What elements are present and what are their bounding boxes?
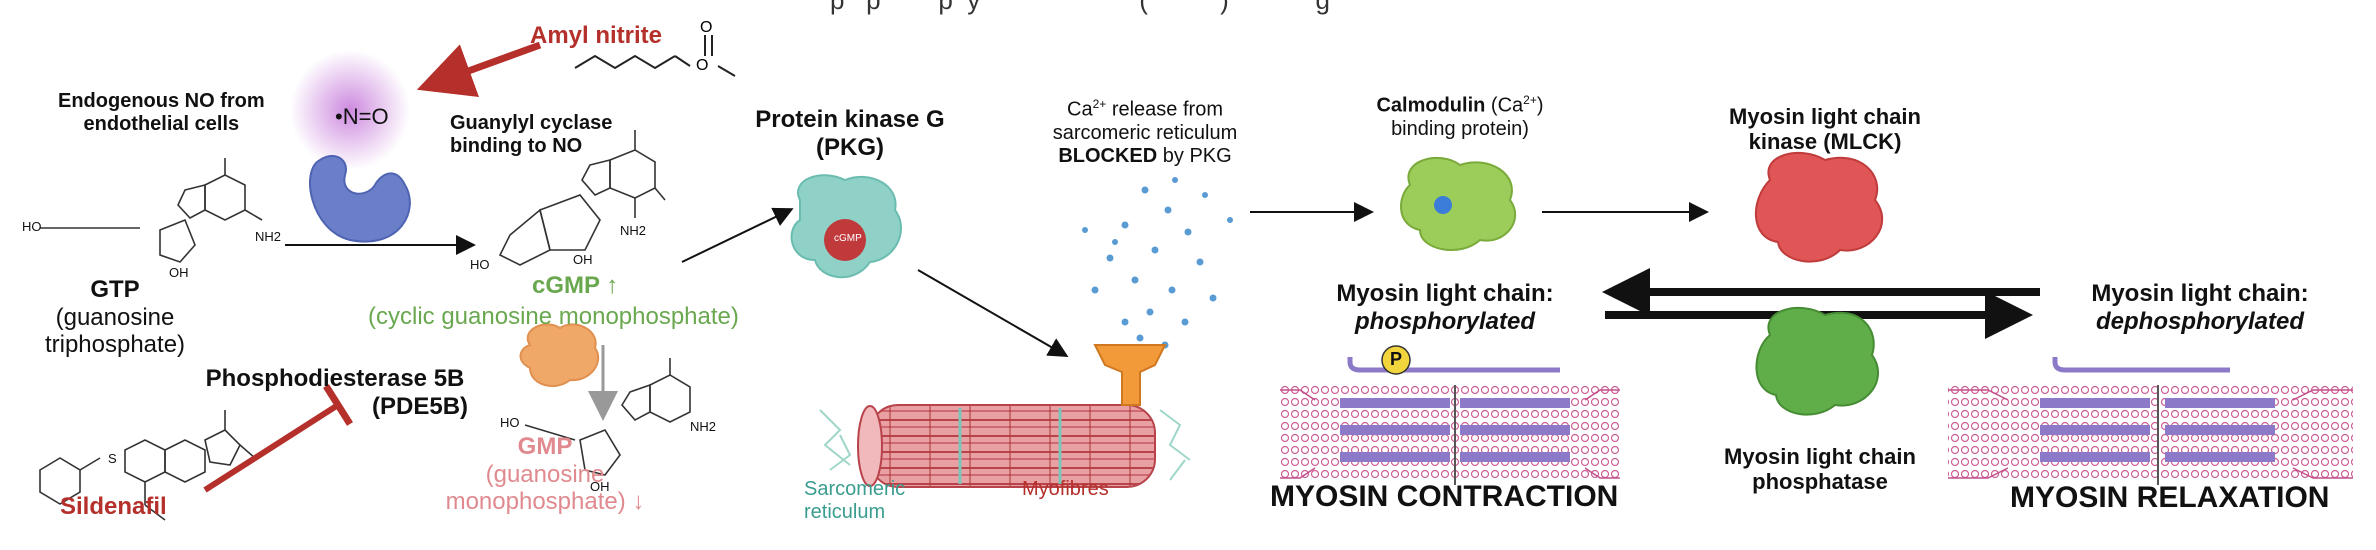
cgmp-to-pkg-arrow: [681, 207, 794, 263]
gtp-oh-label: OH: [169, 265, 189, 280]
sildenafil-s-label: S: [108, 451, 117, 466]
phosphate-circle: [1381, 345, 1411, 375]
gmp-label: GMP (guanosine monophosphate) ↓: [445, 433, 645, 516]
gtp-molecule: [40, 158, 263, 263]
header-partial-title: p p p y ( ) g: [830, 0, 1330, 15]
amyl-nitrite-label: Amyl nitrite: [530, 22, 663, 49]
myosin-contraction-label: MYOSIN CONTRACTION: [1270, 480, 1619, 513]
myofibres-label: Myofibres: [1022, 478, 1109, 500]
phosphatase-enzyme: [1755, 306, 1879, 416]
fibre-end: [857, 405, 883, 487]
gtp-label: GTP (guanosine triphosphate): [44, 276, 186, 359]
no-glow: [290, 50, 410, 170]
gmp-nh2-label: NH2: [690, 419, 717, 434]
sildenafil-molecule: [39, 410, 256, 521]
amyl-o2-label: O: [700, 19, 712, 36]
gmp-oh-label: OH: [590, 479, 610, 494]
mlck-enzyme: [1755, 151, 1884, 263]
pde5b-enzyme: [519, 323, 600, 387]
phosphorylated-label: Myosin light chain: phosphorylated: [1336, 280, 1554, 335]
calmodulin-protein: [1400, 156, 1517, 252]
cgmp-bound-circle: [824, 219, 866, 261]
gtp-nh2-label: NH2: [255, 229, 282, 244]
calcium-channel: [1093, 344, 1167, 406]
contraction-filaments: [1280, 357, 1620, 485]
gmp-molecule: [524, 358, 691, 476]
gmp-ho-label: HO: [500, 415, 520, 430]
pde5b-label: Phosphodiesterase 5B(PDE5B): [205, 365, 469, 420]
cgmp-oh-label: OH: [573, 252, 593, 267]
cgmp-inner-label: cGMP: [834, 233, 862, 244]
calmodulin-ca-ion: [1434, 196, 1452, 214]
cgmp-label: cGMP ↑: [532, 272, 619, 299]
cgmp-ho-label: HO: [470, 257, 490, 272]
guanylyl-cyclase-enzyme: [309, 155, 411, 243]
amyl-nitrite-molecule: [574, 35, 736, 77]
inhibition-bar: [323, 384, 353, 426]
phosphate-badge-label: P: [1390, 349, 1403, 369]
amyl-o-label: O: [696, 57, 708, 74]
calcium-dots: [1082, 177, 1233, 349]
no-symbol: •N=O: [335, 104, 389, 129]
sildenafil-label: Sildenafil: [60, 493, 167, 520]
gtp-ho-label: HO: [22, 219, 42, 234]
dephosphorylated-label: Myosin light chain: dephosphorylated: [2091, 280, 2309, 335]
sarcomeric-reticulum-fibres: [819, 409, 1191, 481]
amyl-nitrite-arrow: [416, 41, 542, 97]
pkg-label: Protein kinase G(PKG): [755, 106, 945, 161]
cgmp-molecule: [498, 130, 666, 266]
sildenafil-inhibition-line: [203, 402, 340, 493]
myofibre-bundle: [869, 404, 1156, 488]
cgmp-full-label: (cyclic guanosine monophosphate): [368, 303, 739, 330]
myosin-relaxation-label: MYOSIN RELAXATION: [2010, 481, 2330, 514]
relaxation-filaments: [1948, 357, 2353, 485]
calmodulin-label: Calmodulin (Ca2+) binding protein): [1376, 93, 1544, 140]
ca-release-label: Ca2+ release from sarcomeric reticulum B…: [1052, 97, 1238, 167]
cgmp-nh2-label: NH2: [620, 223, 647, 238]
pkg-to-reticulum-arrow: [917, 269, 1069, 358]
